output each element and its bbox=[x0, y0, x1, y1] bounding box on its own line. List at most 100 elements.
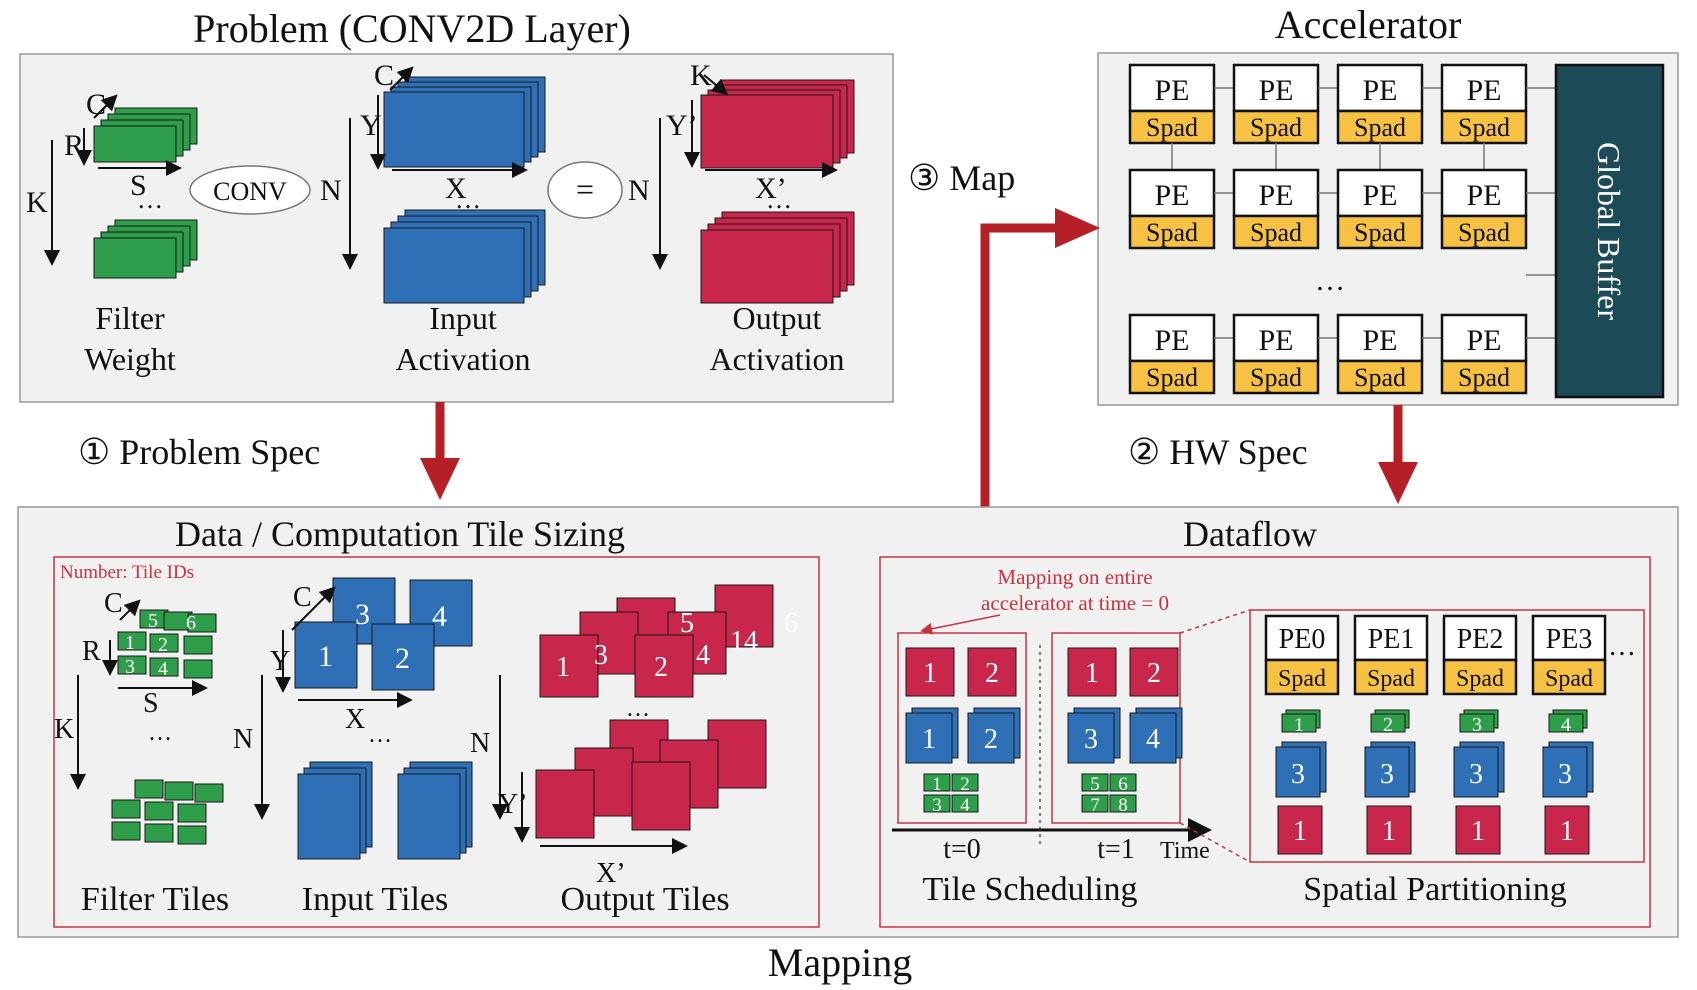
output-tile-id-1: 1 bbox=[556, 652, 570, 683]
spatial-partition-box bbox=[1249, 609, 1645, 863]
t0-green-3: 3 bbox=[932, 795, 942, 816]
dataflow-title: Dataflow bbox=[1183, 514, 1317, 554]
spad-label: Spad bbox=[1458, 113, 1510, 142]
spad-label: Spad bbox=[1250, 113, 1302, 142]
spatial-red-id: 1 bbox=[1560, 816, 1574, 847]
output-tiles-group: 5 6 14 3 4 1 2 … Y’ X’ N bbox=[470, 584, 798, 889]
problem-title: Problem (CONV2D Layer) bbox=[193, 6, 631, 51]
spatial-spad-label: Spad bbox=[1545, 666, 1593, 692]
t1-blue-4: 4 bbox=[1146, 724, 1160, 755]
dataflow-annotation-1: Mapping on entire bbox=[997, 565, 1152, 589]
conv-label: CONV bbox=[213, 177, 287, 206]
pe-array: PESpadPESpadPESpadPESpadPESpadPESpadPESp… bbox=[1128, 63, 1556, 395]
output-tile-id-6: 6 bbox=[784, 608, 798, 639]
pe-label: PE bbox=[1154, 324, 1189, 357]
dim-r-filter: R bbox=[64, 129, 84, 162]
output-tiles-label: Output Tiles bbox=[560, 881, 729, 918]
pe-label: PE bbox=[1258, 324, 1293, 357]
spatial-pe-label: PE1 bbox=[1368, 624, 1415, 655]
dim-yp-output-tile: Y’ bbox=[498, 789, 528, 820]
dim-s-filter: S bbox=[130, 169, 147, 202]
dots-output-tile: … bbox=[626, 696, 650, 722]
t1-red-1: 1 bbox=[1085, 658, 1099, 689]
equals-label: = bbox=[576, 171, 594, 207]
input-activation-label-1: Input bbox=[429, 300, 497, 336]
dots-input: … bbox=[455, 185, 481, 214]
tile-sizing-title: Data / Computation Tile Sizing bbox=[175, 514, 625, 554]
dim-c-filter-tile: C bbox=[104, 588, 123, 619]
pe-label: PE bbox=[1466, 179, 1501, 212]
pe-cell: PE Spad bbox=[1232, 63, 1320, 145]
pe-label: PE bbox=[1154, 74, 1189, 107]
spatial-pe-label: PE3 bbox=[1546, 624, 1593, 655]
filter-tile-id-2: 2 bbox=[158, 634, 168, 656]
spatial-red-id: 1 bbox=[1293, 816, 1307, 847]
pe-cell: PE Spad bbox=[1440, 168, 1528, 250]
input-activation-label-2: Activation bbox=[395, 341, 530, 377]
spatial-red-id: 1 bbox=[1471, 816, 1485, 847]
tile-scheduling-label: Tile Scheduling bbox=[922, 871, 1137, 908]
step-hw-spec: ② HW Spec bbox=[1128, 432, 1308, 472]
filter-tile-id-5: 5 bbox=[148, 610, 158, 632]
dim-n-input: N bbox=[320, 174, 342, 207]
dim-k-filter: K bbox=[26, 186, 48, 219]
dim-n-output-tile: N bbox=[470, 728, 490, 759]
spad-label: Spad bbox=[1146, 218, 1198, 247]
spatial-spad-label: Spad bbox=[1456, 666, 1504, 692]
spatial-green-id: 3 bbox=[1472, 714, 1482, 736]
dataflow-annotation-2: accelerator at time = 0 bbox=[981, 591, 1169, 615]
dataflow-box bbox=[879, 556, 1651, 928]
step-map: ③ Map bbox=[908, 158, 1015, 198]
spatial-spad-label: Spad bbox=[1367, 666, 1415, 692]
spad-label: Spad bbox=[1354, 363, 1406, 392]
filter-tiles-group: 5 6 1 2 3 4 C R S … K bbox=[54, 588, 224, 845]
pe-label: PE bbox=[1362, 179, 1397, 212]
dim-k-filter-tile: K bbox=[54, 714, 74, 745]
t0-red-1: 1 bbox=[923, 658, 937, 689]
pe-label: PE bbox=[1258, 74, 1293, 107]
spad-label: Spad bbox=[1250, 363, 1302, 392]
filter-tile-id-4: 4 bbox=[158, 658, 168, 680]
dim-y-input-tile: Y bbox=[270, 646, 290, 677]
spad-label: Spad bbox=[1250, 218, 1302, 247]
dim-r-filter-tile: R bbox=[82, 636, 101, 667]
input-tile-id-2: 2 bbox=[395, 642, 410, 675]
filter-tile-id-6: 6 bbox=[186, 612, 196, 634]
dim-x-input: X bbox=[445, 172, 467, 205]
output-tile-id-5: 5 bbox=[680, 608, 694, 639]
pe-label: PE bbox=[1258, 179, 1293, 212]
spatial-partitioning-label: Spatial Partitioning bbox=[1303, 871, 1566, 908]
global-buffer-label: Global Buffer bbox=[1591, 142, 1627, 320]
filter-tile-id-1: 1 bbox=[125, 632, 135, 654]
t1-blue-3: 3 bbox=[1084, 724, 1098, 755]
t0-blue-2: 2 bbox=[984, 724, 998, 755]
time-label: Time bbox=[1160, 838, 1210, 864]
filter-weight-label-1: Filter bbox=[95, 300, 165, 336]
dim-n-output: N bbox=[628, 174, 650, 207]
dim-c-input-tile: C bbox=[293, 582, 312, 613]
output-tile-id-3: 3 bbox=[594, 640, 608, 671]
dim-yp-output: Y’ bbox=[666, 109, 698, 142]
pe-array-dots: … bbox=[1315, 264, 1345, 297]
spatial-dots: … bbox=[1608, 631, 1636, 662]
dim-k-output: K bbox=[690, 59, 712, 92]
annotation-pointer bbox=[920, 614, 1001, 635]
dots-filter: … bbox=[137, 185, 163, 214]
t0-label: t=0 bbox=[943, 834, 981, 865]
spad-label: Spad bbox=[1458, 363, 1510, 392]
t1-tiles: 1 2 3 4 5 6 7 8 bbox=[1067, 647, 1183, 816]
step-problem-spec: ① Problem Spec bbox=[78, 432, 320, 472]
t1-green-5: 5 bbox=[1090, 774, 1100, 795]
map-arrow bbox=[980, 223, 1060, 510]
output-activation-group: K Y’ X’ … N bbox=[628, 59, 855, 304]
pe-label: PE bbox=[1466, 324, 1501, 357]
spad-label: Spad bbox=[1354, 113, 1406, 142]
input-activation-group: C Y X … N bbox=[320, 59, 546, 304]
spad-label: Spad bbox=[1458, 218, 1510, 247]
